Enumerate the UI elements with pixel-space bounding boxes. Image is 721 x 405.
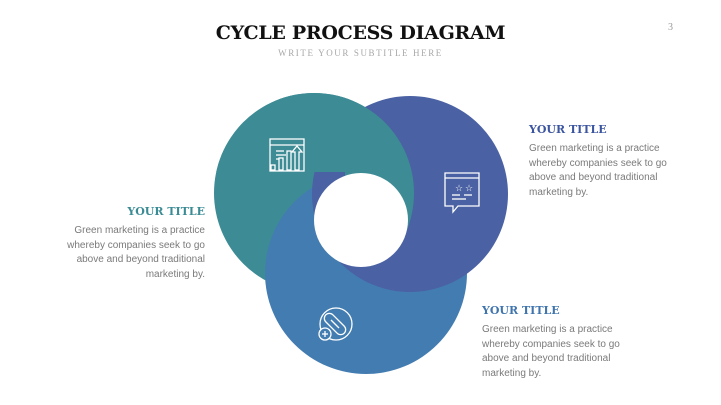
text-block-top-right: YOUR TITLE Green marketing is a practice…	[529, 123, 679, 200]
pill-medicine-icon	[318, 307, 353, 341]
block-text: Green marketing is a practice whereby co…	[67, 225, 205, 280]
svg-text:☆: ☆	[465, 184, 473, 194]
center-hole	[314, 173, 408, 267]
block-title: YOUR TITLE	[127, 205, 205, 218]
page-subtitle: WRITE YOUR SUBTITLE HERE	[278, 48, 443, 58]
block-text: Green marketing is a practice whereby co…	[482, 324, 620, 379]
block-title: YOUR TITLE	[529, 123, 607, 136]
block-title: YOUR TITLE	[482, 304, 560, 317]
page-number: 3	[668, 22, 673, 33]
text-block-bottom-right: YOUR TITLE Green marketing is a practice…	[482, 304, 632, 381]
block-text: Green marketing is a practice whereby co…	[529, 143, 667, 198]
page-title: CYCLE PROCESS DIAGRAM	[215, 22, 506, 44]
text-block-left: YOUR TITLE Green marketing is a practice…	[55, 205, 205, 282]
rating-review-icon: ☆ ☆	[444, 172, 480, 214]
svg-text:☆: ☆	[455, 184, 463, 194]
analytics-chart-icon	[269, 138, 305, 172]
